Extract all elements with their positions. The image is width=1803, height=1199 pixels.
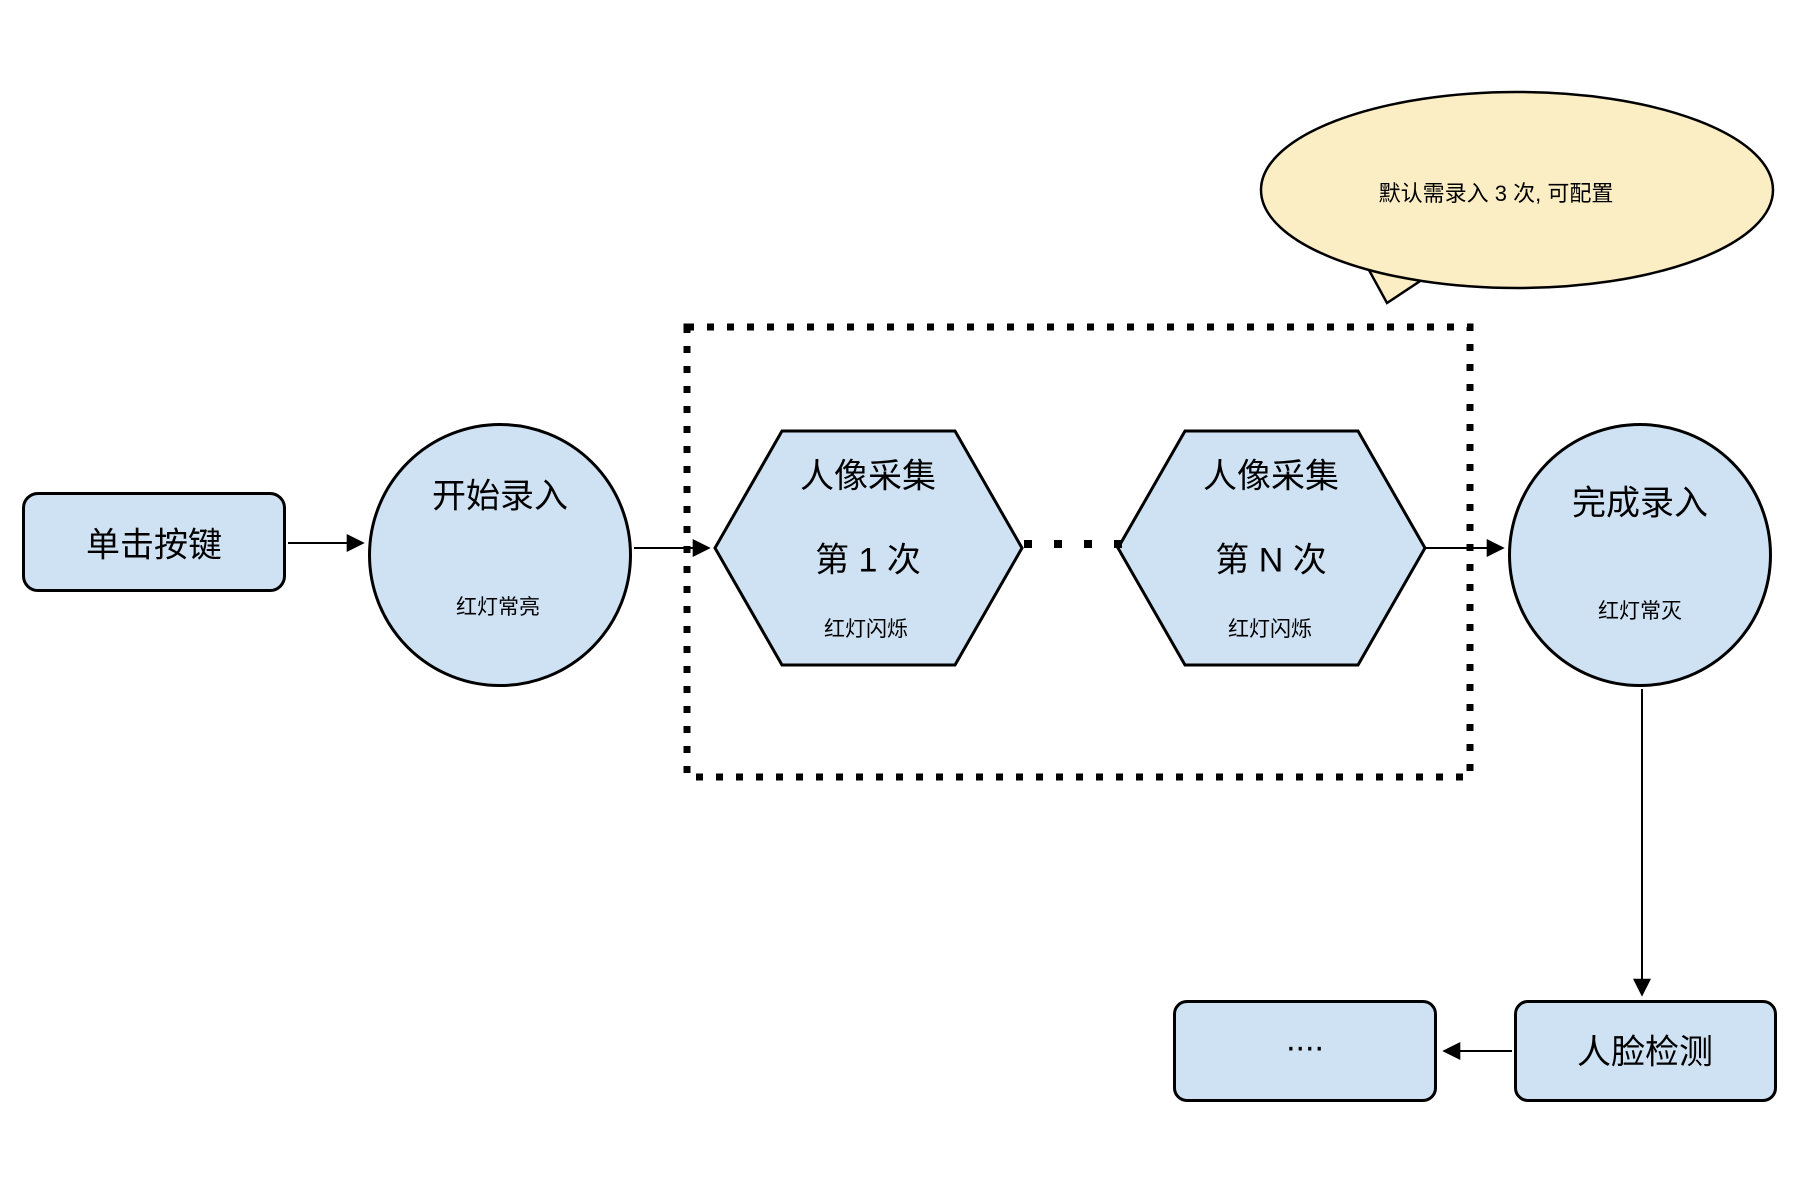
click-button-label: 单击按键 xyxy=(86,526,222,565)
callout-text: 默认需录入 3 次, 可配置 xyxy=(1378,181,1614,206)
capture-nth-hexagon xyxy=(1116,429,1427,667)
complete-entry-status: 红灯常灭 xyxy=(1598,600,1682,623)
more-steps-label: .... xyxy=(1286,1020,1324,1059)
capture-first-round: 第 1 次 xyxy=(815,541,921,580)
capture-first-title: 人像采集 xyxy=(800,457,936,496)
face-detection-node xyxy=(1514,1000,1777,1102)
capture-nth-status: 红灯闪烁 xyxy=(1228,618,1312,641)
start-entry-label: 开始录入 xyxy=(432,477,568,516)
complete-entry-label: 完成录入 xyxy=(1572,484,1708,523)
capture-nth-round: 第 N 次 xyxy=(1215,541,1327,580)
more-steps-node xyxy=(1173,1000,1437,1102)
click-button-node xyxy=(22,492,286,592)
loop-boundary-dotted-rect xyxy=(683,323,1474,781)
capture-first-status: 红灯闪烁 xyxy=(824,618,908,641)
capture-nth-title: 人像采集 xyxy=(1203,457,1339,496)
capture-first-hexagon xyxy=(713,429,1024,667)
complete-entry-node xyxy=(1508,423,1772,687)
start-entry-node xyxy=(368,423,632,687)
face-detection-label: 人脸检测 xyxy=(1577,1033,1713,1072)
callout-bubble-ellipse xyxy=(1259,90,1775,290)
between-hexagons-dots xyxy=(1024,540,1122,548)
start-entry-status: 红灯常亮 xyxy=(456,596,540,619)
